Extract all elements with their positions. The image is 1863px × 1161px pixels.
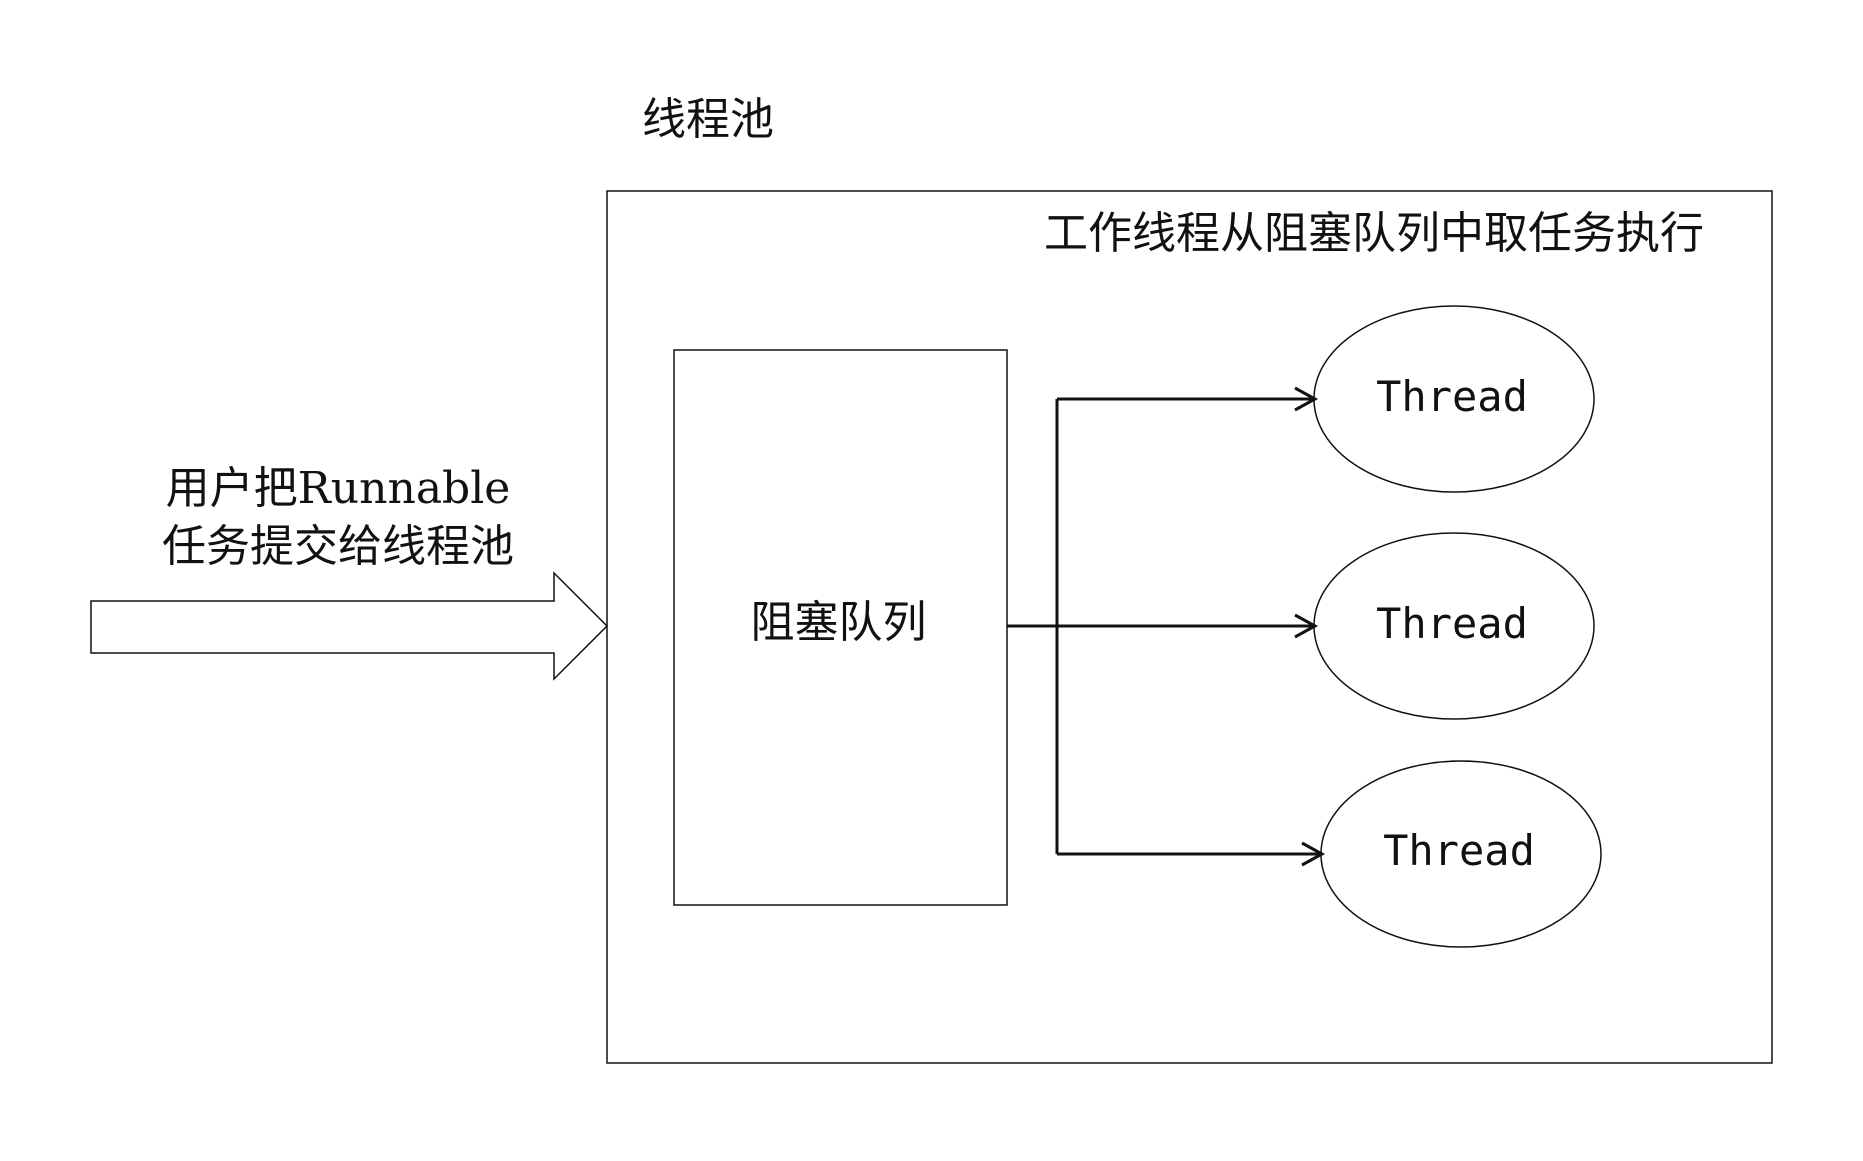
submit-caption-line-1: 用户把Runnable — [165, 463, 511, 514]
blocking-queue-label: 阻塞队列 — [750, 597, 927, 648]
pool-title: 线程池 — [642, 94, 774, 145]
thread-label-2: Thread — [1376, 599, 1528, 648]
thread-ellipse-3 — [1320, 760, 1602, 948]
thread-ellipse-2 — [1313, 532, 1595, 720]
submit-caption: 用户把Runnable 任务提交给线程池 — [138, 460, 538, 576]
thread-label-1: Thread — [1376, 372, 1528, 421]
worker-caption: 工作线程从阻塞队列中取任务执行 — [1044, 208, 1704, 259]
thread-label-3: Thread — [1383, 826, 1535, 875]
submit-arrow — [90, 571, 609, 681]
submit-caption-line-2: 任务提交给线程池 — [162, 521, 514, 572]
thread-ellipse-1 — [1313, 305, 1595, 493]
